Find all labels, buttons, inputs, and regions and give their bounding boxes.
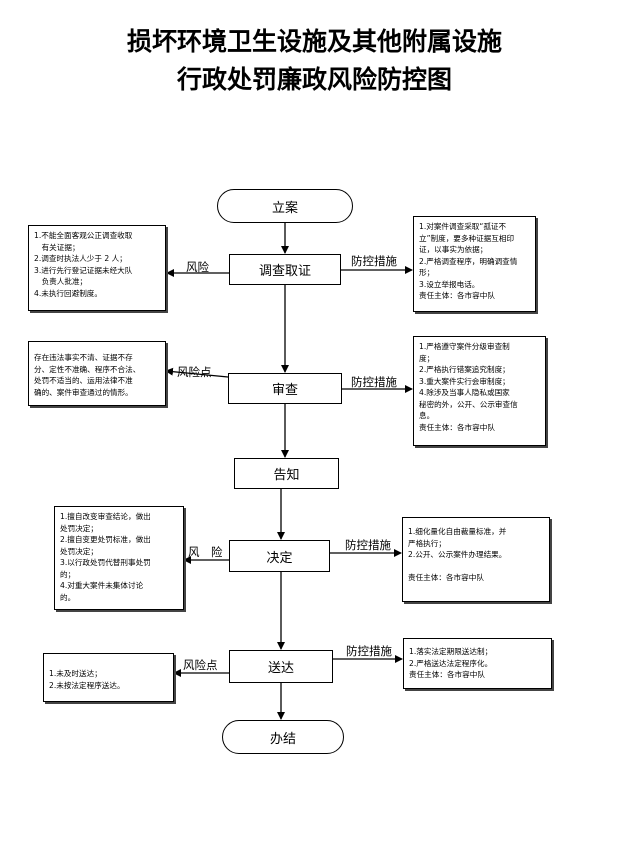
label-songda-risk: 风险点	[183, 658, 218, 672]
control-note-jueding: 1.细化量化自由裁量标准，并 严格执行； 2.公开、公示案件办理结果。 责任主体…	[402, 517, 550, 602]
node-banjie: 办结	[222, 720, 344, 754]
label-songda-ctrl: 防控措施	[346, 644, 392, 658]
control-text-shencha: 1.严格遵守案件分级审查制 度； 2.严格执行错案追究制度； 3.重大案件实行会…	[419, 342, 518, 432]
control-text-songda: 1.落实法定期限送达制； 2.严格送达法定程序化。 责任主体：各市容中队	[409, 647, 493, 679]
risk-text-songda: 1.未及时送达； 2.未按法定程序送达。	[49, 669, 125, 690]
node-gaozhi: 告知	[234, 458, 339, 489]
risk-note-jueding: 1.擅自改变审查结论，做出 处罚决定； 2.擅自变更处罚标准，做出 处罚决定； …	[54, 506, 184, 610]
label-shencha-risk: 风险点	[177, 365, 212, 379]
control-note-shencha: 1.严格遵守案件分级审查制 度； 2.严格执行错案追究制度； 3.重大案件实行会…	[413, 336, 546, 446]
node-songda: 送达	[229, 650, 333, 683]
label-jueding-ctrl: 防控措施	[345, 538, 391, 552]
control-text-diaocha: 1.对案件调查采取“孤证不 立”制度，要多种证据互相印 证，以事实为依据； 2.…	[419, 222, 518, 300]
node-lian: 立案	[217, 189, 353, 223]
diagram-title-line2: 行政处罚廉政风险防控图	[176, 65, 452, 94]
risk-note-songda: 1.未及时送达； 2.未按法定程序送达。	[43, 653, 174, 702]
label-diaocha-ctrl: 防控措施	[351, 254, 397, 268]
node-diaocha: 调查取证	[229, 254, 341, 285]
diagram-title-line1: 损坏环境卫生设施及其他附属设施	[126, 27, 502, 56]
control-text-jueding: 1.细化量化自由裁量标准，并 严格执行； 2.公开、公示案件办理结果。 责任主体…	[408, 527, 507, 582]
control-note-diaocha: 1.对案件调查采取“孤证不 立”制度，要多种证据互相印 证，以事实为依据； 2.…	[413, 216, 536, 312]
risk-note-diaocha: 1.不能全面客观公正调查收取 有关证据； 2.调查时执法人少于 2 人； 3.进…	[28, 225, 166, 311]
label-jueding-risk: 风 险	[188, 545, 223, 559]
label-shencha-ctrl: 防控措施	[351, 375, 397, 389]
node-shencha: 审查	[228, 373, 342, 404]
control-note-songda: 1.落实法定期限送达制； 2.严格送达法定程序化。 责任主体：各市容中队	[403, 638, 552, 689]
risk-note-shencha: 存在违法事实不清、证据不存 分、定性不准确、程序不合法、 处罚不适当的、运用法律…	[28, 341, 166, 406]
risk-text-diaocha: 1.不能全面客观公正调查收取 有关证据； 2.调查时执法人少于 2 人； 3.进…	[34, 231, 133, 298]
risk-text-shencha: 存在违法事实不清、证据不存 分、定性不准确、程序不合法、 处罚不适当的、运用法律…	[34, 353, 141, 397]
node-jueding: 决定	[229, 540, 330, 572]
label-diaocha-risk: 风险	[186, 260, 209, 274]
risk-text-jueding: 1.擅自改变审查结论，做出 处罚决定； 2.擅自变更处罚标准，做出 处罚决定； …	[60, 512, 151, 602]
arrow-shencha-risk	[165, 367, 229, 378]
